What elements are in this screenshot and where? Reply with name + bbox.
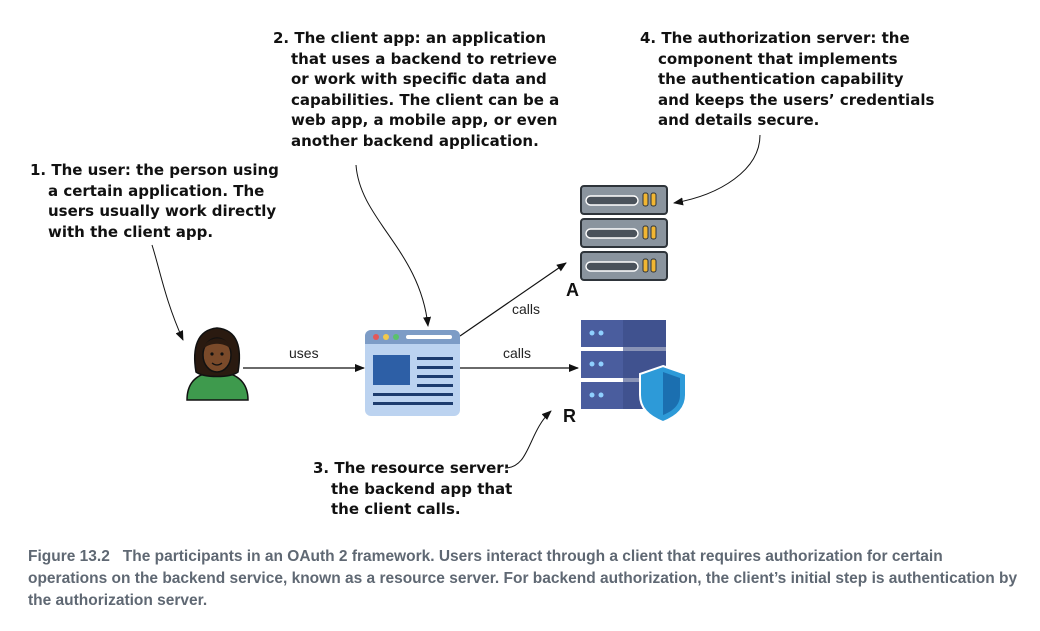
client-annotation-line: that uses a backend to retrieve bbox=[291, 49, 557, 68]
resource-server-letter: R bbox=[563, 406, 576, 426]
auth-annotation-line: component that implements bbox=[658, 49, 898, 68]
user-annotation-line: a certain application. The bbox=[48, 181, 265, 200]
client-annotation-line: capabilities. The client can be a bbox=[291, 90, 560, 109]
user-icon bbox=[186, 327, 249, 401]
resource-annotation-line: 3. The resource server: bbox=[313, 459, 510, 477]
user-annotation-line: 1. The user: the person using bbox=[30, 161, 279, 179]
shield-icon bbox=[639, 364, 687, 424]
resource-annotation: 3. The resource server: the backend app … bbox=[313, 458, 512, 520]
oauth-diagram bbox=[151, 134, 761, 469]
auth-annotation-line: the authentication capability bbox=[658, 70, 904, 88]
client-annotation-line: 2. The client app: an application bbox=[273, 29, 547, 47]
calls-resource-label: calls bbox=[503, 345, 532, 361]
auth-annotation-line: and details secure. bbox=[658, 111, 820, 129]
resource-annotation-line: the client calls. bbox=[331, 500, 461, 518]
client-annotation: 2. The client app: an application that u… bbox=[273, 28, 559, 151]
user-annotation-line: users usually work directly bbox=[48, 202, 277, 220]
auth-annotation-line: 4. The authorization server: the bbox=[640, 29, 910, 47]
client-pointer-curve bbox=[355, 164, 432, 327]
authorization-server-icon bbox=[580, 185, 668, 281]
auth-annotation: 4. The authorization server: the compone… bbox=[640, 28, 934, 131]
uses-label: uses bbox=[289, 345, 319, 361]
figure-caption: Figure 13.2 The participants in an OAuth… bbox=[28, 546, 1018, 612]
auth-annotation-line: and keeps the users’ credentials bbox=[658, 90, 935, 109]
client-annotation-line: web app, a mobile app, or even bbox=[291, 111, 558, 129]
auth-pointer-curve bbox=[673, 134, 761, 206]
client-app-icon bbox=[365, 330, 460, 416]
resource-annotation-line: the backend app that bbox=[331, 479, 513, 498]
client-annotation-line: or work with specific data and bbox=[291, 70, 547, 88]
user-annotation: 1. The user: the person using a certain … bbox=[30, 160, 279, 242]
user-annotation-line: with the client app. bbox=[48, 222, 214, 241]
caption-text: The participants in an OAuth 2 framework… bbox=[28, 548, 1018, 609]
calls-auth-arrow bbox=[459, 262, 567, 337]
resource-pointer-curve bbox=[504, 410, 552, 469]
auth-server-letter: A bbox=[566, 280, 579, 300]
client-annotation-line: another backend application. bbox=[291, 131, 539, 150]
figure-number: Figure 13.2 bbox=[28, 548, 110, 565]
user-pointer-curve bbox=[151, 244, 184, 341]
calls-auth-label: calls bbox=[512, 301, 541, 317]
